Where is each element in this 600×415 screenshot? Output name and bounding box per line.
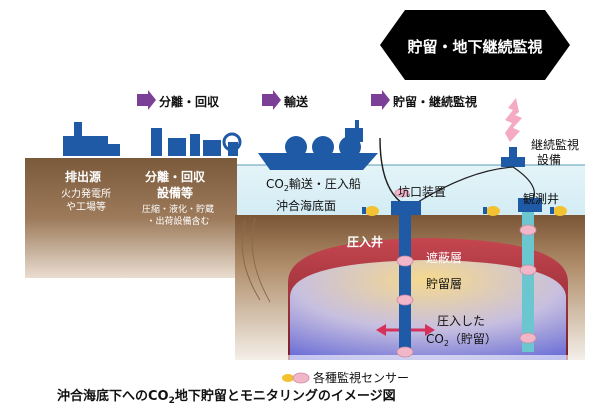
capture-note1: 圧縮・液化・貯蔵 [142, 203, 214, 215]
step-transport: 輸送 [262, 90, 309, 110]
capture-note2: ・出荷設備含む [146, 215, 209, 227]
sensor-icon [396, 294, 414, 306]
cap-rock-label: 遮蔽層 [426, 250, 462, 265]
arrow-icon [262, 90, 281, 110]
co2-label2: CO2（貯留） [426, 332, 497, 348]
arrow-icon [137, 90, 156, 110]
co2-label1: 圧入した [437, 314, 485, 328]
figure-caption: 沖合海底下へのCO2地下貯留とモニタリングのイメージ図 [57, 388, 396, 406]
sensor-icon [292, 372, 310, 384]
source-line2: や工場等 [66, 200, 106, 213]
storage-monitoring-banner: 貯留・地下継続監視 [380, 10, 570, 80]
process-steps: 分離・回収 輸送 貯留・継続監視 [137, 90, 477, 110]
step-label-transport: 輸送 [284, 94, 309, 109]
observation-wellhead [518, 198, 542, 212]
sensor-icon [396, 346, 414, 358]
reservoir-formation [288, 238, 568, 365]
wellhead-equipment [391, 201, 421, 215]
seabed-monitor-icon [282, 374, 294, 382]
legend-sensor-label: 各種監視センサー [313, 370, 409, 385]
step-storage: 貯留・継続監視 [371, 90, 477, 110]
land-block [25, 158, 237, 278]
sensor-icon [519, 224, 537, 236]
sensor-icon [396, 255, 414, 267]
sensor-icon [394, 188, 410, 198]
step-capture: 分離・回収 [137, 90, 220, 110]
seabed-monitor-icon [550, 206, 567, 216]
seabed-label: 沖合海底面 [276, 198, 336, 213]
injection-well-label: 圧入井 [347, 234, 383, 249]
co2-ship [258, 120, 378, 170]
arrow-icon [371, 90, 390, 110]
seabed-monitor-icon [483, 206, 500, 216]
reservoir-label: 貯留層 [426, 277, 462, 291]
seabed-monitors [362, 206, 567, 216]
ship-label: CO2輸送・圧入船 [266, 176, 361, 193]
step-label-storage: 貯留・継続監視 [393, 94, 477, 109]
observation-well [522, 212, 534, 352]
capture-title1: 分離・回収 [145, 169, 206, 184]
seabed-monitor-icon [362, 206, 379, 216]
injection-well [399, 215, 411, 355]
capture-title2: 設備等 [157, 185, 193, 200]
co2-spread-arrows [376, 324, 435, 336]
reservoir-layer [290, 260, 566, 360]
sensors [394, 188, 537, 358]
sensor-icon [519, 264, 537, 276]
source-title: 排出源 [65, 169, 101, 184]
sensor-icon [519, 332, 537, 344]
emission-source-plant [63, 122, 120, 156]
monitoring-facility [501, 98, 525, 167]
monitor-label2: 設備 [537, 152, 561, 167]
monitor-label1: 継続監視 [531, 137, 579, 152]
obs-well-label: 観測井 [523, 192, 559, 206]
source-line1: 火力発電所 [61, 187, 111, 200]
wellhead-label: 坑口装置 [398, 184, 446, 199]
legend: 各種監視センサー [282, 370, 409, 385]
step-label-capture: 分離・回収 [159, 94, 220, 109]
capture-facility [151, 128, 242, 156]
banner-label: 貯留・地下継続監視 [407, 38, 542, 56]
